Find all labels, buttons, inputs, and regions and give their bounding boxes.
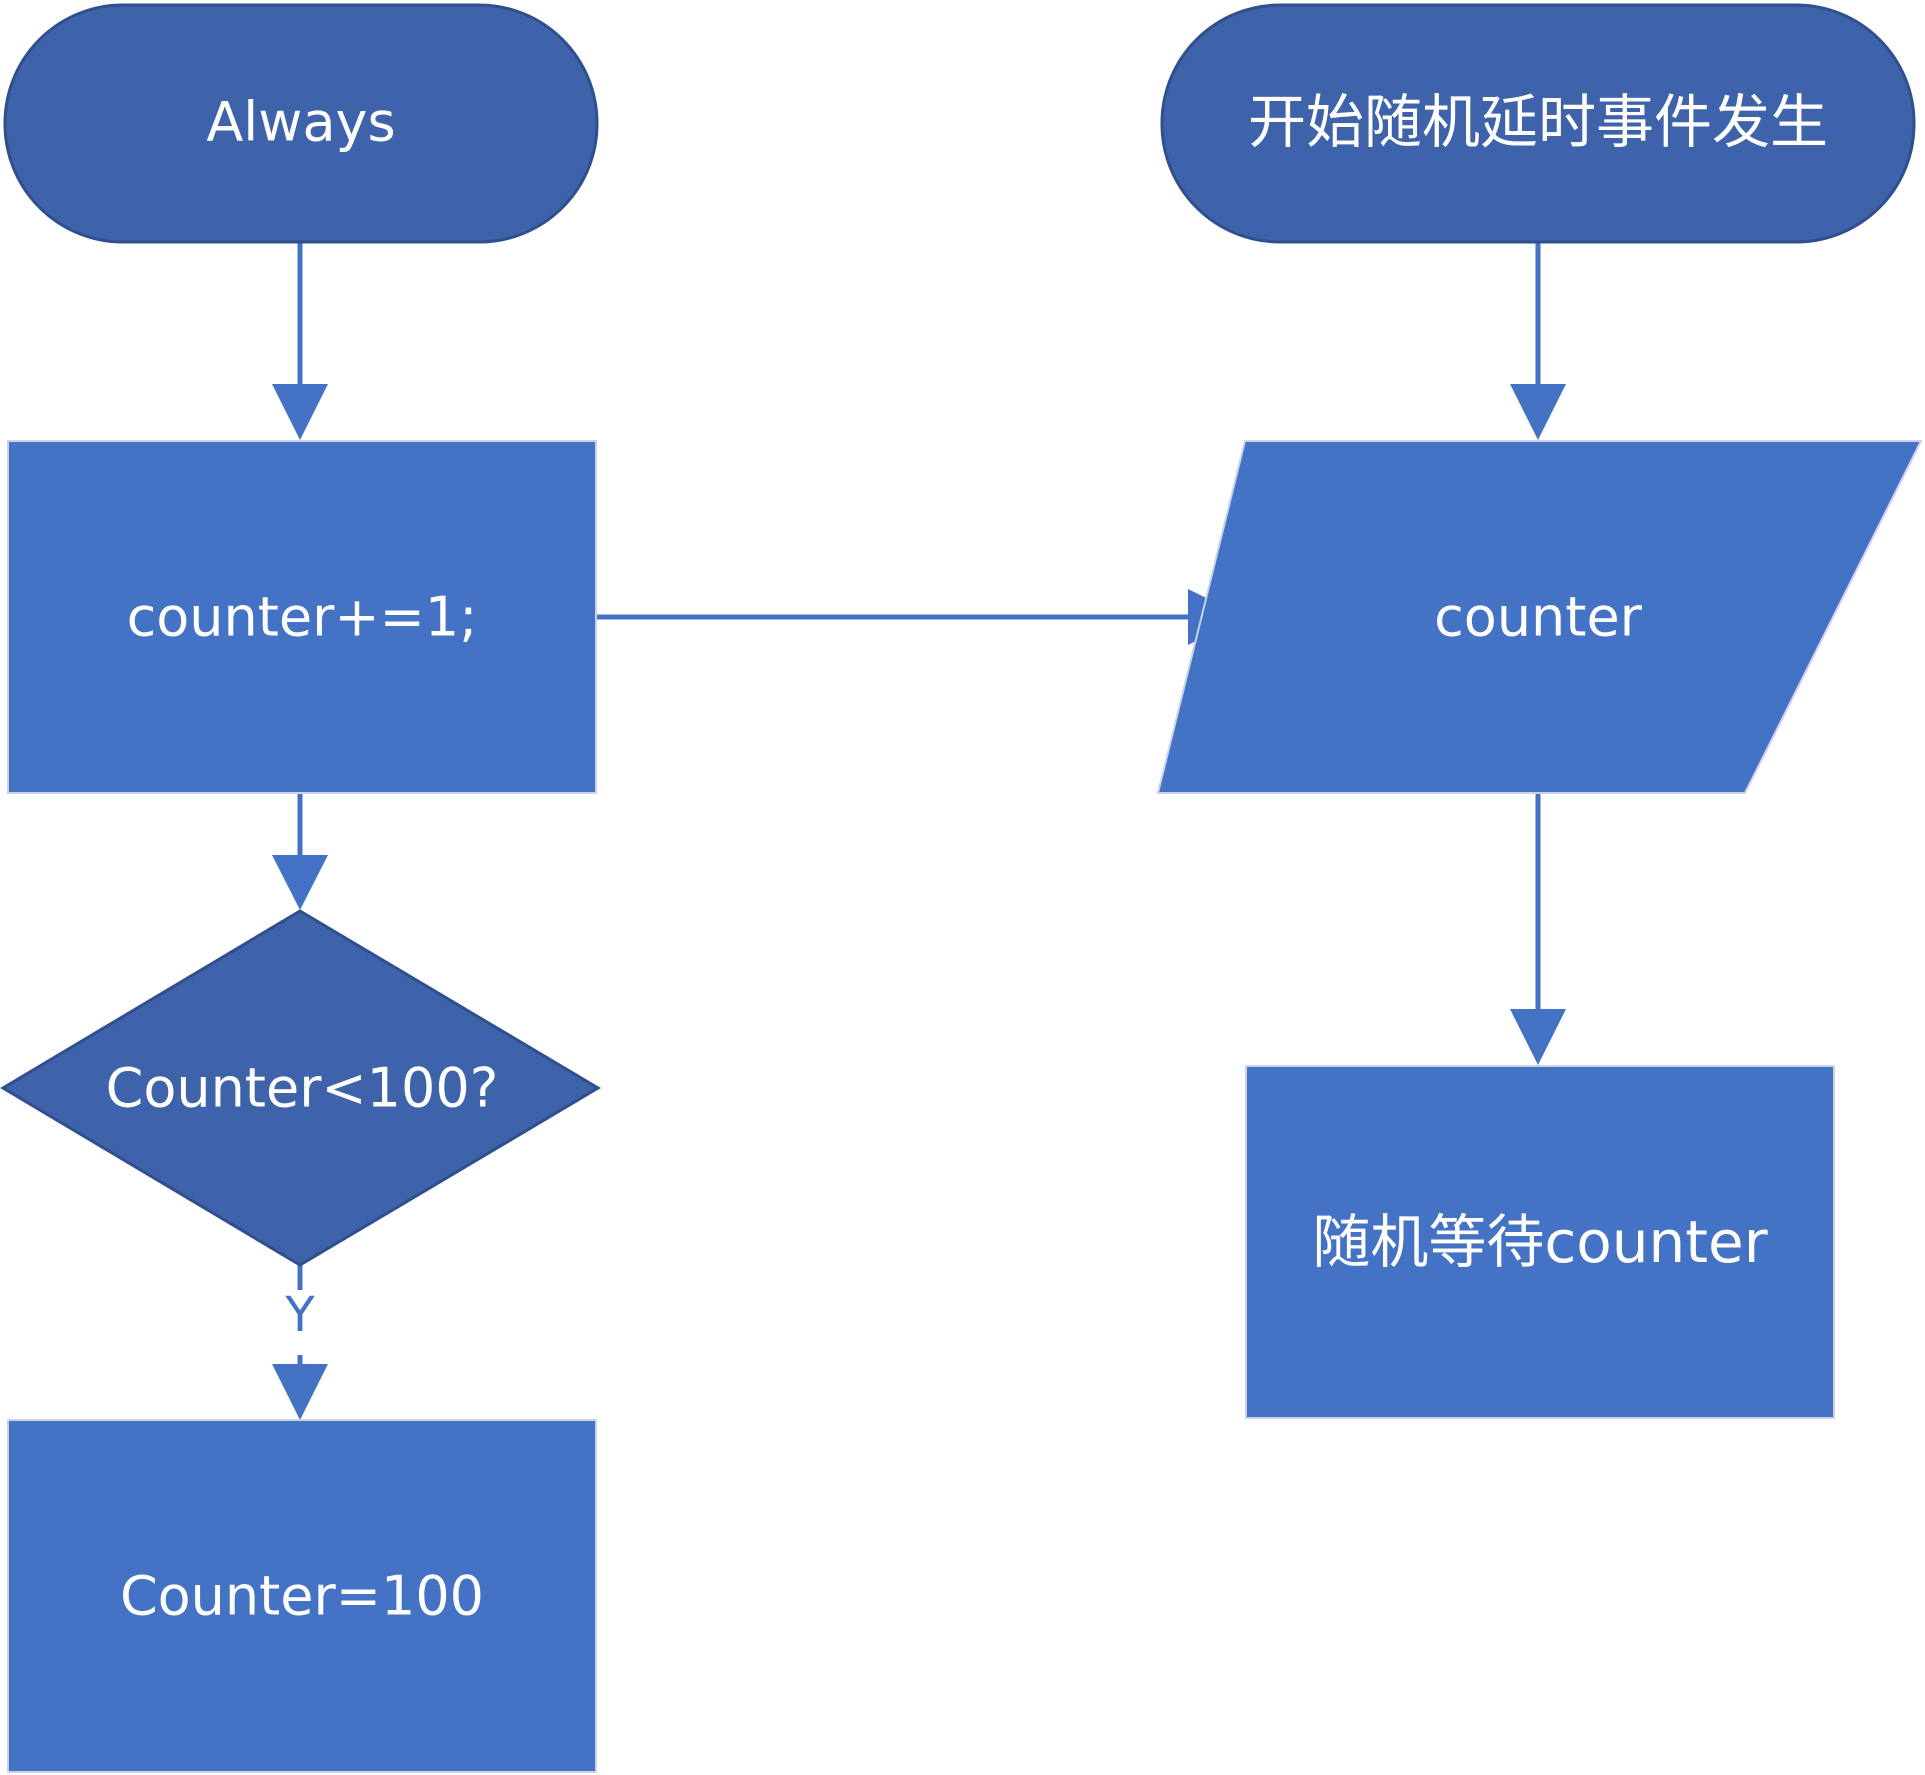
arrowhead-random-to-read <box>1510 384 1566 440</box>
node-label: Counter<100? <box>106 1057 499 1120</box>
node-label: 随机等待counter <box>1312 1208 1767 1276</box>
node-assign: Counter=100 <box>7 1419 597 1773</box>
connectors <box>272 240 1566 1420</box>
process-shape <box>1245 1065 1835 1419</box>
decision-shape <box>0 909 601 1267</box>
process-shape <box>7 440 597 794</box>
node-label: 开始随机延时事件发生 <box>1248 88 1828 156</box>
node-increment: counter+=1; <box>7 440 597 794</box>
terminator-shape <box>1160 3 1916 244</box>
edge-label-yes: Y <box>284 1287 315 1343</box>
node-label: Always <box>206 91 395 154</box>
arrowhead-decision-to-assign <box>272 1364 328 1420</box>
node-label: counter <box>1434 586 1643 649</box>
node-label: counter+=1; <box>127 586 478 649</box>
node-read-counter: counter <box>1156 440 1923 794</box>
arrowhead-always-to-increment <box>272 384 328 440</box>
arrowhead-increment-to-decision <box>272 855 328 910</box>
process-shape <box>7 1419 597 1773</box>
node-label: Counter=100 <box>120 1565 484 1628</box>
node-start-always: Always <box>3 3 599 244</box>
arrowhead-read-to-wait <box>1510 1009 1566 1065</box>
node-wait: 随机等待counter <box>1245 1065 1835 1419</box>
node-start-random: 开始随机延时事件发生 <box>1160 3 1916 244</box>
node-decision: Counter<100? <box>0 909 601 1267</box>
terminator-shape <box>3 3 599 244</box>
data-shape <box>1156 440 1923 794</box>
